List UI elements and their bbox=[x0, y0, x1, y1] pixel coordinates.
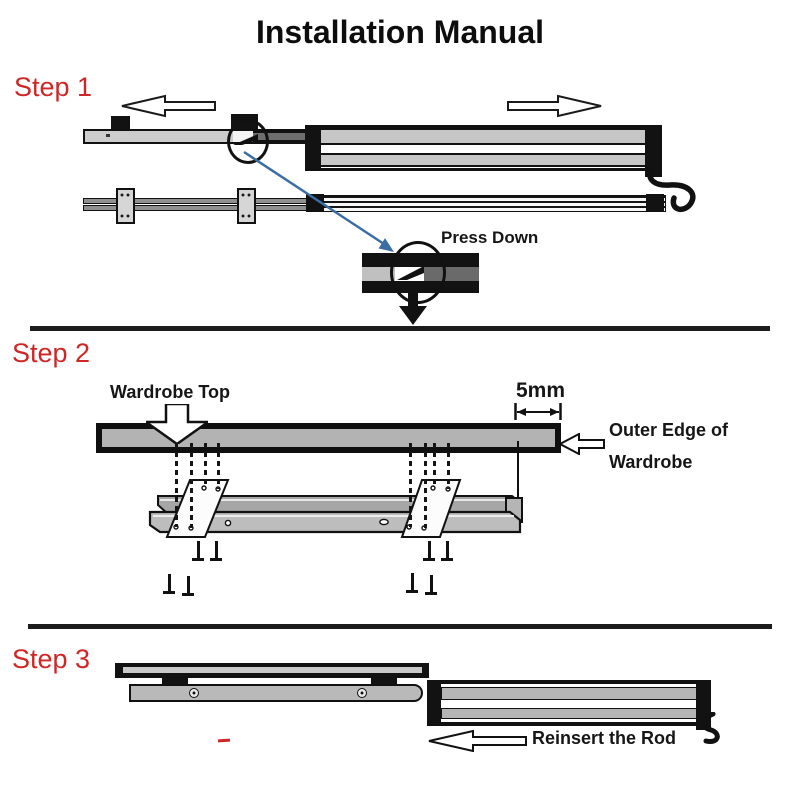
rail-screw-icon bbox=[357, 688, 367, 698]
rod-housing-bottom-bar bbox=[441, 708, 697, 719]
wardrobe-top-caption: Wardrobe Top bbox=[110, 382, 230, 402]
housing-end-cap bbox=[645, 125, 662, 177]
rod-connector bbox=[306, 194, 324, 211]
press-down-caption: Press Down bbox=[441, 228, 539, 247]
screw-icon bbox=[210, 541, 222, 561]
rail-screw-icon bbox=[189, 688, 199, 698]
rail-rivet bbox=[106, 134, 110, 137]
rail-stop-tab bbox=[371, 678, 397, 688]
hanging-hook-icon bbox=[647, 165, 696, 212]
screw-icon bbox=[406, 573, 418, 593]
drill-guide-dashed-line bbox=[190, 443, 193, 528]
mounted-rail-stripe bbox=[123, 667, 422, 673]
dimension-caption: 5mm bbox=[516, 379, 566, 402]
screw-icon bbox=[163, 574, 175, 594]
rod-end-cap bbox=[646, 194, 664, 211]
reinsert-caption: Reinsert the Rod bbox=[532, 728, 677, 748]
drill-guide-dashed-line bbox=[409, 443, 412, 527]
page-title: Installation Manual bbox=[255, 14, 545, 50]
edge-reference-line bbox=[517, 441, 519, 499]
slide-rail bbox=[129, 684, 423, 702]
drill-guide-dashed-line bbox=[447, 443, 450, 489]
slide-left-arrow-icon bbox=[121, 94, 216, 118]
step1-label: Step 1 bbox=[14, 72, 93, 102]
hanging-hook-icon bbox=[700, 712, 720, 744]
screw-icon bbox=[423, 541, 435, 561]
red-mark bbox=[217, 738, 231, 743]
rail-stop-tab bbox=[162, 678, 188, 688]
reinsert-arrow-icon bbox=[428, 730, 527, 752]
latch-detail-circle bbox=[227, 119, 269, 164]
screw-icon bbox=[192, 541, 204, 561]
mounting-plate bbox=[165, 479, 230, 538]
drill-guide-dashed-line bbox=[433, 443, 436, 488]
step2-label: Step 2 bbox=[12, 338, 91, 368]
screw-icon bbox=[182, 576, 194, 596]
rail-assembly bbox=[148, 479, 523, 538]
section-divider bbox=[28, 624, 772, 629]
housing-left-bracket bbox=[305, 125, 321, 168]
outer-edge-caption-line2: Wardrobe bbox=[609, 452, 693, 472]
slide-right-arrow-icon bbox=[507, 94, 602, 118]
zoom-callout-arrow-icon bbox=[243, 150, 394, 252]
rod-bracket-plate bbox=[237, 188, 256, 224]
rod-housing-top-bar bbox=[441, 687, 697, 700]
screw-icon bbox=[441, 541, 453, 561]
rail-stop-tab bbox=[111, 116, 130, 131]
section-divider bbox=[30, 326, 770, 331]
rod-bracket-plate bbox=[116, 188, 135, 224]
rod-housing-left-cap bbox=[427, 680, 441, 726]
step3-label: Step 3 bbox=[12, 644, 91, 674]
wardrobe-top-down-arrow-icon bbox=[146, 404, 208, 444]
telescopic-rod-exposed bbox=[253, 131, 310, 142]
outer-edge-caption-line1: Outer Edge of bbox=[609, 420, 729, 440]
drill-guide-dashed-line bbox=[217, 443, 220, 489]
outer-edge-arrow-icon bbox=[559, 433, 605, 455]
screw-icon bbox=[425, 575, 437, 595]
housing-top-bar bbox=[319, 128, 648, 145]
drill-guide-dashed-line bbox=[175, 443, 178, 527]
drill-guide-dashed-line bbox=[204, 443, 207, 488]
press-down-arrow-icon bbox=[399, 291, 427, 325]
detail-inner-rail bbox=[362, 267, 395, 281]
drill-guide-dashed-line bbox=[424, 443, 427, 528]
dimension-arrow-icon bbox=[514, 403, 562, 420]
